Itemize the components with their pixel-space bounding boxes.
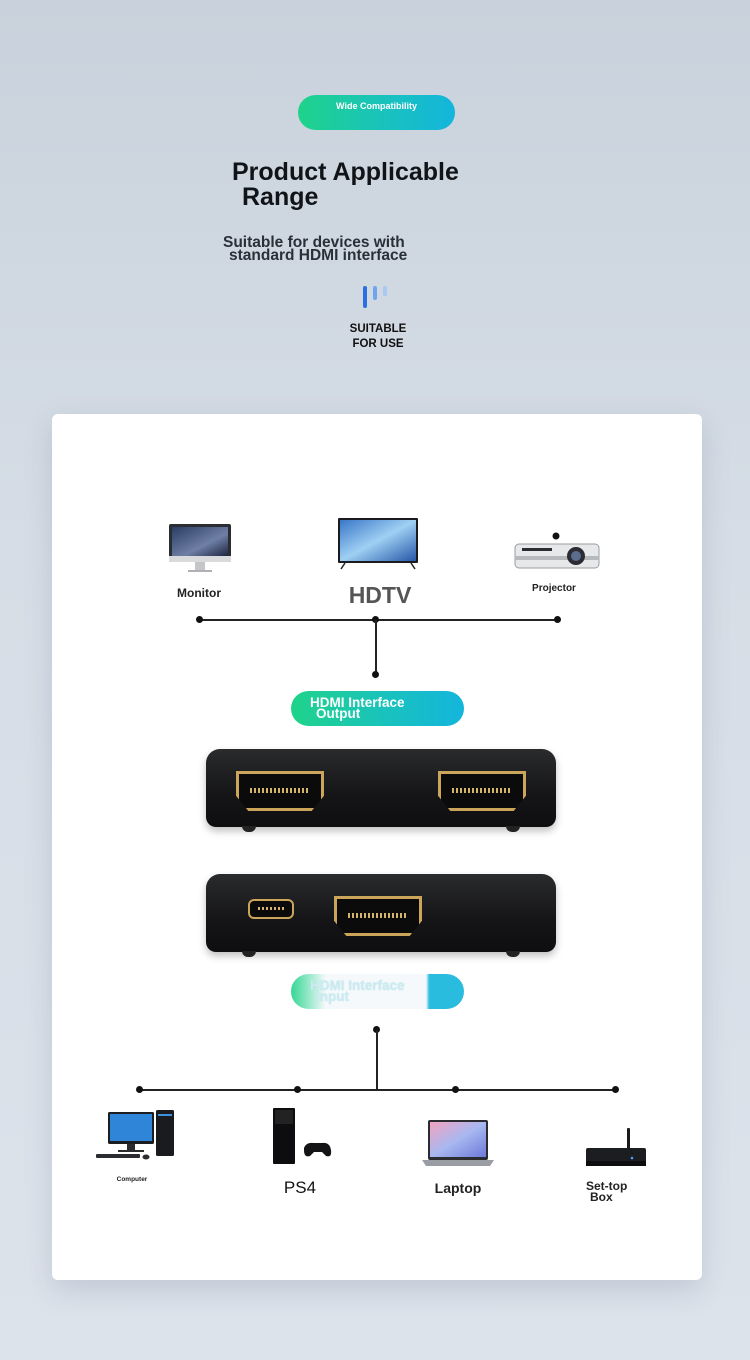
badge-text: Wide Compatibility [336, 101, 417, 111]
connector-dot [452, 1086, 459, 1093]
laptop-label: Laptop [434, 1180, 482, 1196]
connector-dot [136, 1086, 143, 1093]
splitter-output-side [206, 749, 556, 827]
suitable-line-2: FOR USE [352, 338, 404, 350]
connector-dot [196, 616, 203, 623]
output-trunk-line [375, 620, 377, 675]
laptop-icon [422, 1120, 494, 1166]
output-pill-line-1: HDMI Interface [310, 695, 405, 710]
suitable-for-use-label: SUITABLE FOR USE [340, 322, 416, 352]
ps4-label: PS4 [283, 1178, 317, 1197]
splitter-foot [242, 826, 256, 832]
input-pill-line-1: HDMI Interface [310, 978, 405, 993]
connector-dot [294, 1086, 301, 1093]
micro-usb-port [248, 899, 294, 919]
hdmi-port-output-1 [236, 771, 324, 811]
page-subtitle: Suitable for devices with standard HDMI … [223, 234, 523, 264]
monitor-label: Monitor [177, 586, 221, 600]
computer-label: Computer [116, 1176, 148, 1183]
subtitle-line-2: standard HDMI interface [229, 247, 408, 264]
set-top-box-label-line-2: Box [590, 1190, 613, 1204]
hdtv-label: HDTV [348, 582, 412, 608]
output-pill-line-2: Output [316, 706, 361, 721]
connector-dot [372, 671, 379, 678]
output-connector-line [200, 619, 558, 621]
input-trunk-line [376, 1030, 378, 1090]
connector-dot [612, 1086, 619, 1093]
splitter-input-side [206, 874, 556, 952]
title-line-2: Range [242, 183, 319, 211]
splitter-foot [506, 826, 520, 832]
set-top-box-label-line-1: Set-top [586, 1179, 628, 1193]
hdmi-port-output-2 [438, 771, 526, 811]
monitor-icon [169, 524, 231, 572]
hdmi-input-badge: HDMI Interface Input [291, 974, 464, 1009]
desktop-computer-icon [96, 1110, 174, 1160]
hdmi-port-input [334, 896, 422, 936]
set-top-box-label: Set-top Box [574, 1179, 646, 1204]
connector-dot [373, 1026, 380, 1033]
title-line-1: Product Applicable [232, 158, 459, 186]
set-top-box-icon [586, 1128, 646, 1166]
page-title: Product Applicable Range [232, 160, 532, 210]
bars-icon [363, 286, 387, 308]
hdmi-output-badge: HDMI Interface Output [291, 691, 464, 726]
connector-dot [554, 616, 561, 623]
connector-dot [372, 616, 379, 623]
projector-label: Projector [532, 583, 576, 594]
compatibility-card: Monitor HDTV Projector HDMI Interface Ou… [52, 414, 702, 1280]
wide-compatibility-badge: Wide Compatibility [298, 95, 455, 130]
projector-icon [514, 532, 600, 569]
input-connector-line [140, 1089, 616, 1091]
subtitle-line-1: Suitable for devices with [223, 234, 405, 251]
tv-icon [338, 518, 418, 570]
game-console-icon [273, 1108, 332, 1164]
suitable-line-1: SUITABLE [349, 323, 407, 335]
splitter-foot [506, 951, 520, 957]
input-pill-line-2: Input [316, 989, 349, 1004]
splitter-foot [242, 951, 256, 957]
